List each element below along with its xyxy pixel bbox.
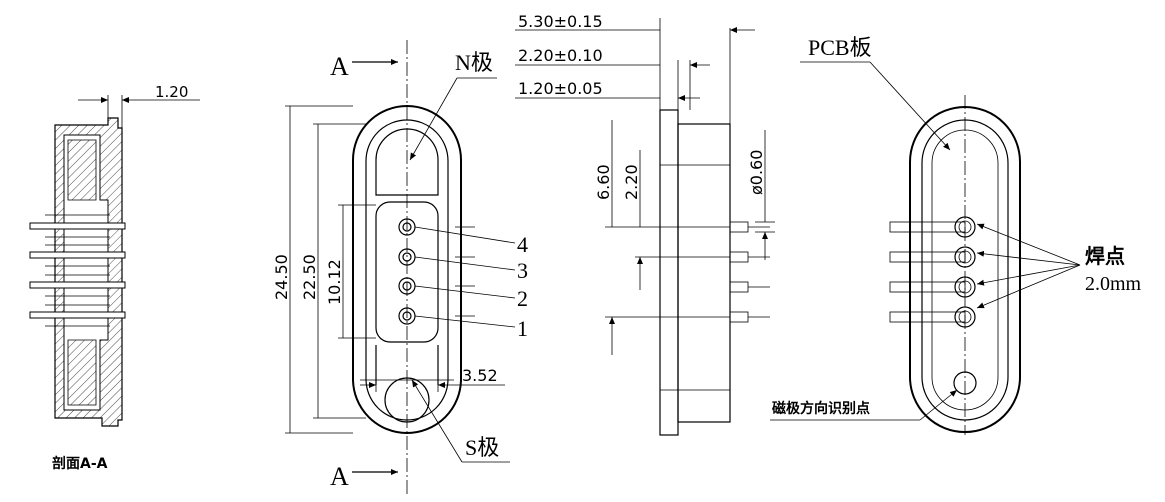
front-view: 4 3 2 1 A A N极 S极 24.50 22.50 10.12 (272, 40, 528, 495)
front-n-pocket (375, 128, 439, 196)
solder-point-size: 2.0mm (1085, 273, 1142, 295)
pin-number-3: 3 (517, 258, 528, 283)
section-pins (29, 214, 126, 327)
pin-number-2: 2 (517, 286, 528, 311)
dim-overall-height: 24.50 (272, 254, 291, 300)
polarity-mark-label: 磁极方向识别点 (772, 400, 870, 417)
side-pins (729, 221, 770, 323)
front-s-pocket (384, 377, 430, 423)
front-pin-window (375, 201, 439, 343)
front-outer-shell (352, 105, 462, 434)
s-pole-label: S极 (465, 435, 499, 460)
back-outer-shell (909, 106, 1021, 433)
polarity-mark (953, 371, 977, 395)
dim-total-thickness: 5.30±0.15 (518, 12, 603, 31)
section-caption: 剖面A-A (52, 455, 108, 472)
pin-number-4: 4 (517, 232, 528, 257)
back-solder-points (889, 216, 976, 328)
pcb-label: PCB板 (808, 35, 872, 60)
dim-height-b: 2.20 (622, 164, 641, 200)
dim-height-a: 6.60 (594, 164, 613, 200)
section-dim-top: 1.20 (155, 83, 188, 101)
dim-slot-width: 3.52 (462, 366, 498, 385)
section-inner-hatch (67, 139, 97, 406)
section-marker-bottom: A (330, 462, 349, 491)
side-plate (659, 109, 679, 436)
dim-flange-thickness: 2.20±0.10 (518, 46, 603, 65)
back-view: PCB板 焊点 2.0mm 磁极方向识别点 (770, 35, 1142, 435)
dim-inner-height: 22.50 (300, 254, 319, 300)
dim-pin-diameter: ø0.60 (747, 150, 766, 195)
solder-point-label: 焊点 (1085, 244, 1125, 268)
side-view: 5.30±0.15 2.20±0.10 1.20±0.05 6.60 2.20 … (515, 12, 775, 436)
dim-pin-span: 10.12 (325, 259, 344, 305)
n-pole-label: N极 (455, 50, 493, 75)
section-view: 1.20 剖面A-A (29, 83, 200, 472)
section-marker-top: A (330, 52, 349, 81)
dim-plate-thickness: 1.20±0.05 (518, 79, 603, 98)
side-body (677, 123, 731, 423)
pin-number-1: 1 (517, 316, 528, 341)
